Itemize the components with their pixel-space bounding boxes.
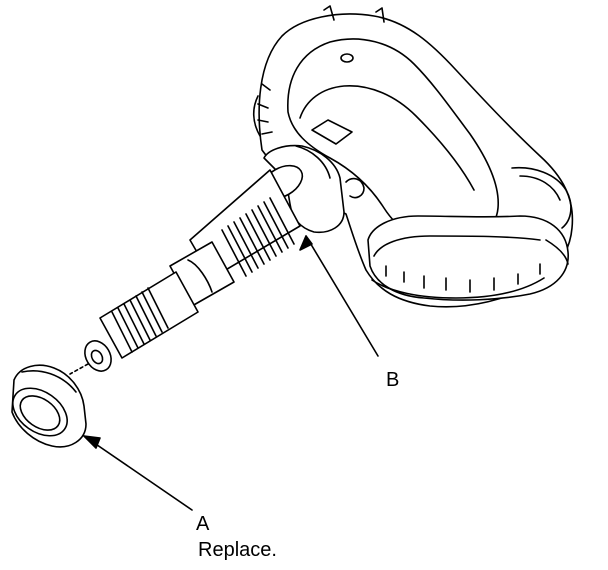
callout-a-note: Replace.	[198, 539, 277, 561]
callout-b-letter: B	[386, 369, 400, 391]
valve-stem	[69, 169, 301, 375]
stem-threads-upper	[221, 197, 295, 277]
sensor-body	[252, 5, 574, 308]
leader-b	[299, 235, 379, 357]
callout-a-letter: A	[196, 513, 210, 535]
leader-a	[83, 435, 193, 511]
stem-threads-lower	[111, 287, 169, 353]
valve-cap	[11, 364, 87, 448]
